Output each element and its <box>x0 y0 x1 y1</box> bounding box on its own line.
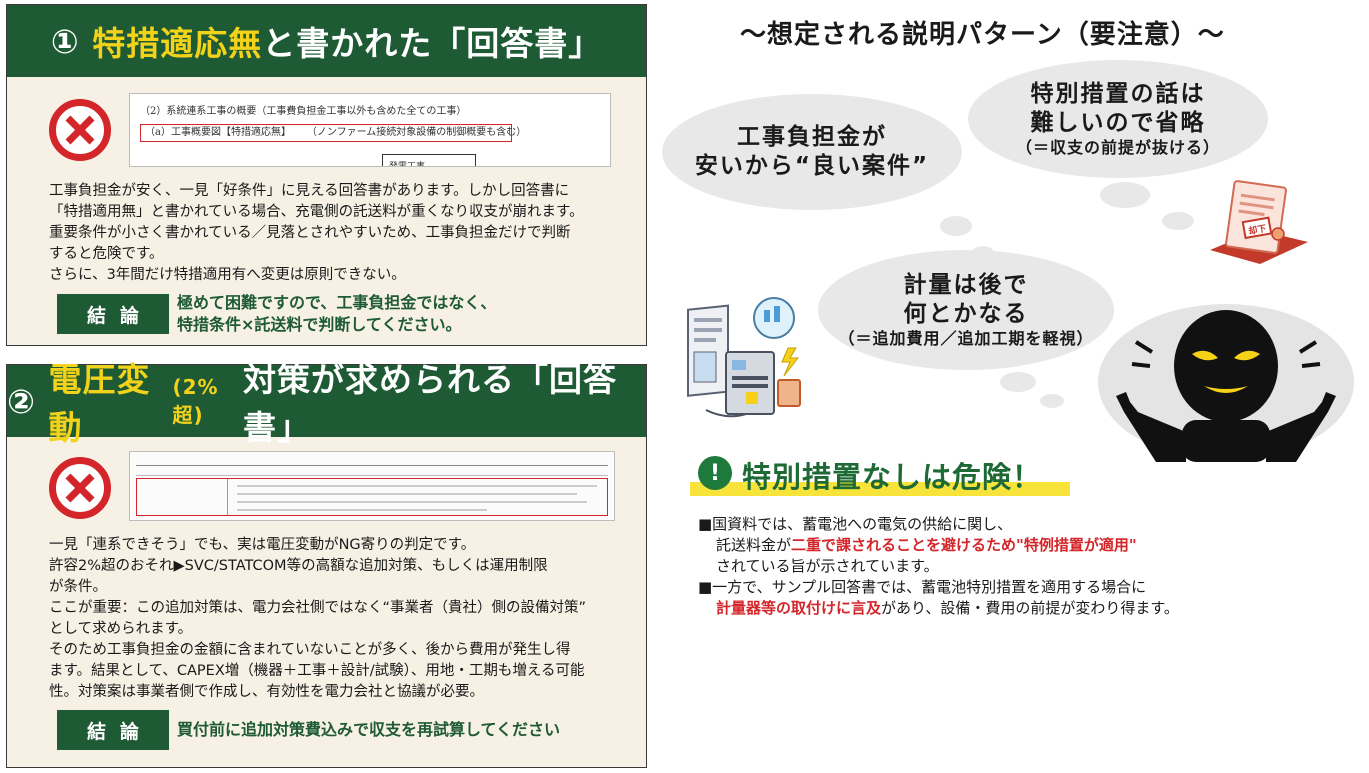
exclamation-icon: ! <box>698 456 732 490</box>
panel1-number: ① <box>50 21 80 61</box>
body-line: 性。対策案は事業者側で作成し、有効性を電力会社と協議が必要。 <box>49 684 484 700</box>
note-line: 託送料金が二重で課されることを避けるため"特例措置が適用" <box>698 535 1179 556</box>
body-line: として求められます。 <box>49 621 193 637</box>
panel-voltage-fluctuation: ② 電圧変動 (2%超) 対策が求められる「回答書」 一見「連系できそう」でも、… <box>6 360 647 768</box>
panel1-body: 工事負担金が安く、一見「好条件」に見える回答書があります。しかし回答書に 「特措… <box>49 181 584 286</box>
conclusion-text: 極めて困難ですので、工事負担金ではなく、 特措条件×託送料で判断してください。 <box>177 292 496 336</box>
cloud-line: 特別措置の話は <box>1030 81 1206 107</box>
note-line: ■国資料では、蓄電池への電気の供給に関し、 <box>698 515 1013 533</box>
conclusion-line: 買付前に追加対策費込みで収支を再試算してください <box>177 720 561 739</box>
body-line: 一見「連系できそう」でも、実は電圧変動がNG寄りの判定です。 <box>49 537 476 553</box>
body-line: が条件。 <box>49 579 107 595</box>
doc-line: 発電工事 <box>382 154 476 166</box>
x-mark-icon <box>49 457 111 519</box>
document-excerpt <box>129 451 615 521</box>
warning-text: 特別措置なしは危険！ <box>742 460 1043 494</box>
panel1-header: ① 特措適応無 と書かれた「回答書」 <box>7 5 646 77</box>
body-line: すると危険です。 <box>49 246 164 262</box>
highlight-bar <box>690 482 1070 496</box>
cloud-note: （＝収支の前提が抜ける） <box>1015 138 1220 157</box>
cloud-puff <box>1040 394 1064 408</box>
panel2-title-small: (2%超) <box>172 374 219 427</box>
patterns-title: 〜想定される説明パターン（要注意）〜 <box>740 20 1225 50</box>
body-line: さらに、3年間だけ特措適用有へ変更は原則できない。 <box>49 267 406 283</box>
doc-table-row <box>136 468 608 476</box>
body-line: ます。結果として、CAPEX増（機器＋工事＋設計/試験）、用地・工期も増える可能 <box>49 663 585 679</box>
panel1-title: と書かれた「回答書」 <box>262 24 603 63</box>
speech-cloud-2: 特別措置の話は 難しいので省略 （＝収支の前提が抜ける） <box>968 60 1268 178</box>
cloud-puff <box>1162 212 1194 230</box>
note-text: 託送料金が <box>716 536 792 554</box>
doc-line: （a）工事概要図【特措適応無】 <box>145 127 291 138</box>
panel2-header: ② 電圧変動 (2%超) 対策が求められる「回答書」 <box>7 360 646 447</box>
cloud-line: 難しいので省略 <box>1030 110 1206 136</box>
conclusion-label: 結論 <box>57 710 169 750</box>
cloud-puff <box>940 216 972 236</box>
stamp-text: 却下 <box>1247 222 1267 237</box>
cloud-line: 計量は後で <box>903 272 1029 298</box>
body-line: 重要条件が小さく書かれている／見落とされやすいため、工事負担金だけで判断 <box>49 225 571 241</box>
x-mark-icon <box>49 99 111 161</box>
speech-cloud-3: 計量は後で 何とかなる （＝追加費用／追加工期を軽視） <box>818 250 1114 370</box>
rejected-document-icon: 却下 <box>1200 180 1310 264</box>
speech-cloud-1: 工事負担金が 安いから“良い案件” <box>662 94 962 210</box>
doc-highlight-box <box>136 478 608 516</box>
panel1-title-highlight: 特措適応無 <box>92 24 263 63</box>
doc-highlight-box: （a）工事概要図【特措適応無】 （ノンファーム接続対象設備の制御概要も含む） <box>140 124 526 142</box>
conclusion-line: 特措条件×託送料で判断してください。 <box>177 315 462 334</box>
body-line: 工事負担金が安く、一見「好条件」に見える回答書があります。しかし回答書に <box>49 183 570 199</box>
conclusion-text: 買付前に追加対策費込みで収支を再試算してください <box>177 719 560 741</box>
cloud-line: 何とかなる <box>903 301 1029 327</box>
cloud-line: 安いから“良い案件” <box>694 153 930 179</box>
cloud-note: （＝追加費用／追加工期を軽視） <box>838 329 1094 348</box>
panel2-body: 一見「連系できそう」でも、実は電圧変動がNG寄りの判定です。 許容2%超のおそれ… <box>49 535 586 703</box>
shady-salesperson-icon <box>1096 292 1356 462</box>
note-emphasis: 二重で課されることを避けるため"特例措置が適用" <box>791 536 1137 554</box>
body-line: 「特措適用無」と書かれている場合、充電側の託送料が重くなり収支が崩れます。 <box>49 204 584 220</box>
note-line: されている旨が示されています。 <box>716 557 939 575</box>
doc-line: （ノンファーム接続対象設備の制御概要も含む） <box>306 127 527 138</box>
notes: ■国資料では、蓄電池への電気の供給に関し、 託送料金が二重で課されることを避ける… <box>698 514 1179 619</box>
panel2-number: ② <box>7 381 36 421</box>
warning-heading: ! 特別措置なしは危険！ <box>690 452 1070 498</box>
battery-equipment-icon <box>686 292 810 428</box>
conclusion-label: 結論 <box>57 294 169 334</box>
cloud-line: 工事負担金が <box>737 124 887 150</box>
panel2-title: 対策が求められる「回答書」 <box>242 360 617 447</box>
panel2-title-highlight: 電圧変動 <box>48 360 151 447</box>
note-emphasis: 計量器等の取付けに言及 <box>716 599 882 617</box>
note-line: ■一方で、サンプル回答書では、蓄電池特別措置を適用する場合に <box>698 578 1147 596</box>
doc-line: （2）系統連系工事の概要（工事費負担金工事以外も含めた全ての工事） <box>140 106 467 117</box>
panel-special-measures: ① 特措適応無 と書かれた「回答書」 （2）系統連系工事の概要（工事費負担金工事… <box>6 4 647 346</box>
body-line: そのため工事負担金の金額に含まれていないことが多く、後から費用が発生し得 <box>49 642 571 658</box>
document-excerpt: （2）系統連系工事の概要（工事費負担金工事以外も含めた全ての工事） （a）工事概… <box>129 93 611 167</box>
body-line: ここが重要：この追加対策は、電力会社側ではなく“事業者（貴社）側の設備対策” <box>49 600 587 616</box>
conclusion-line: 極めて困難ですので、工事負担金ではなく、 <box>177 293 497 312</box>
note-line: 計量器等の取付けに言及があり、設備・費用の前提が変わり得ます。 <box>698 598 1179 619</box>
doc-table-header <box>136 457 608 466</box>
body-line: 許容2%超のおそれ▶SVC/STATCOM等の高額な追加対策、もしくは運用制限 <box>49 558 548 574</box>
cloud-puff <box>1100 182 1150 208</box>
note-text: があり、設備・費用の前提が変わり得ます。 <box>881 599 1179 617</box>
cloud-puff <box>1000 372 1036 392</box>
